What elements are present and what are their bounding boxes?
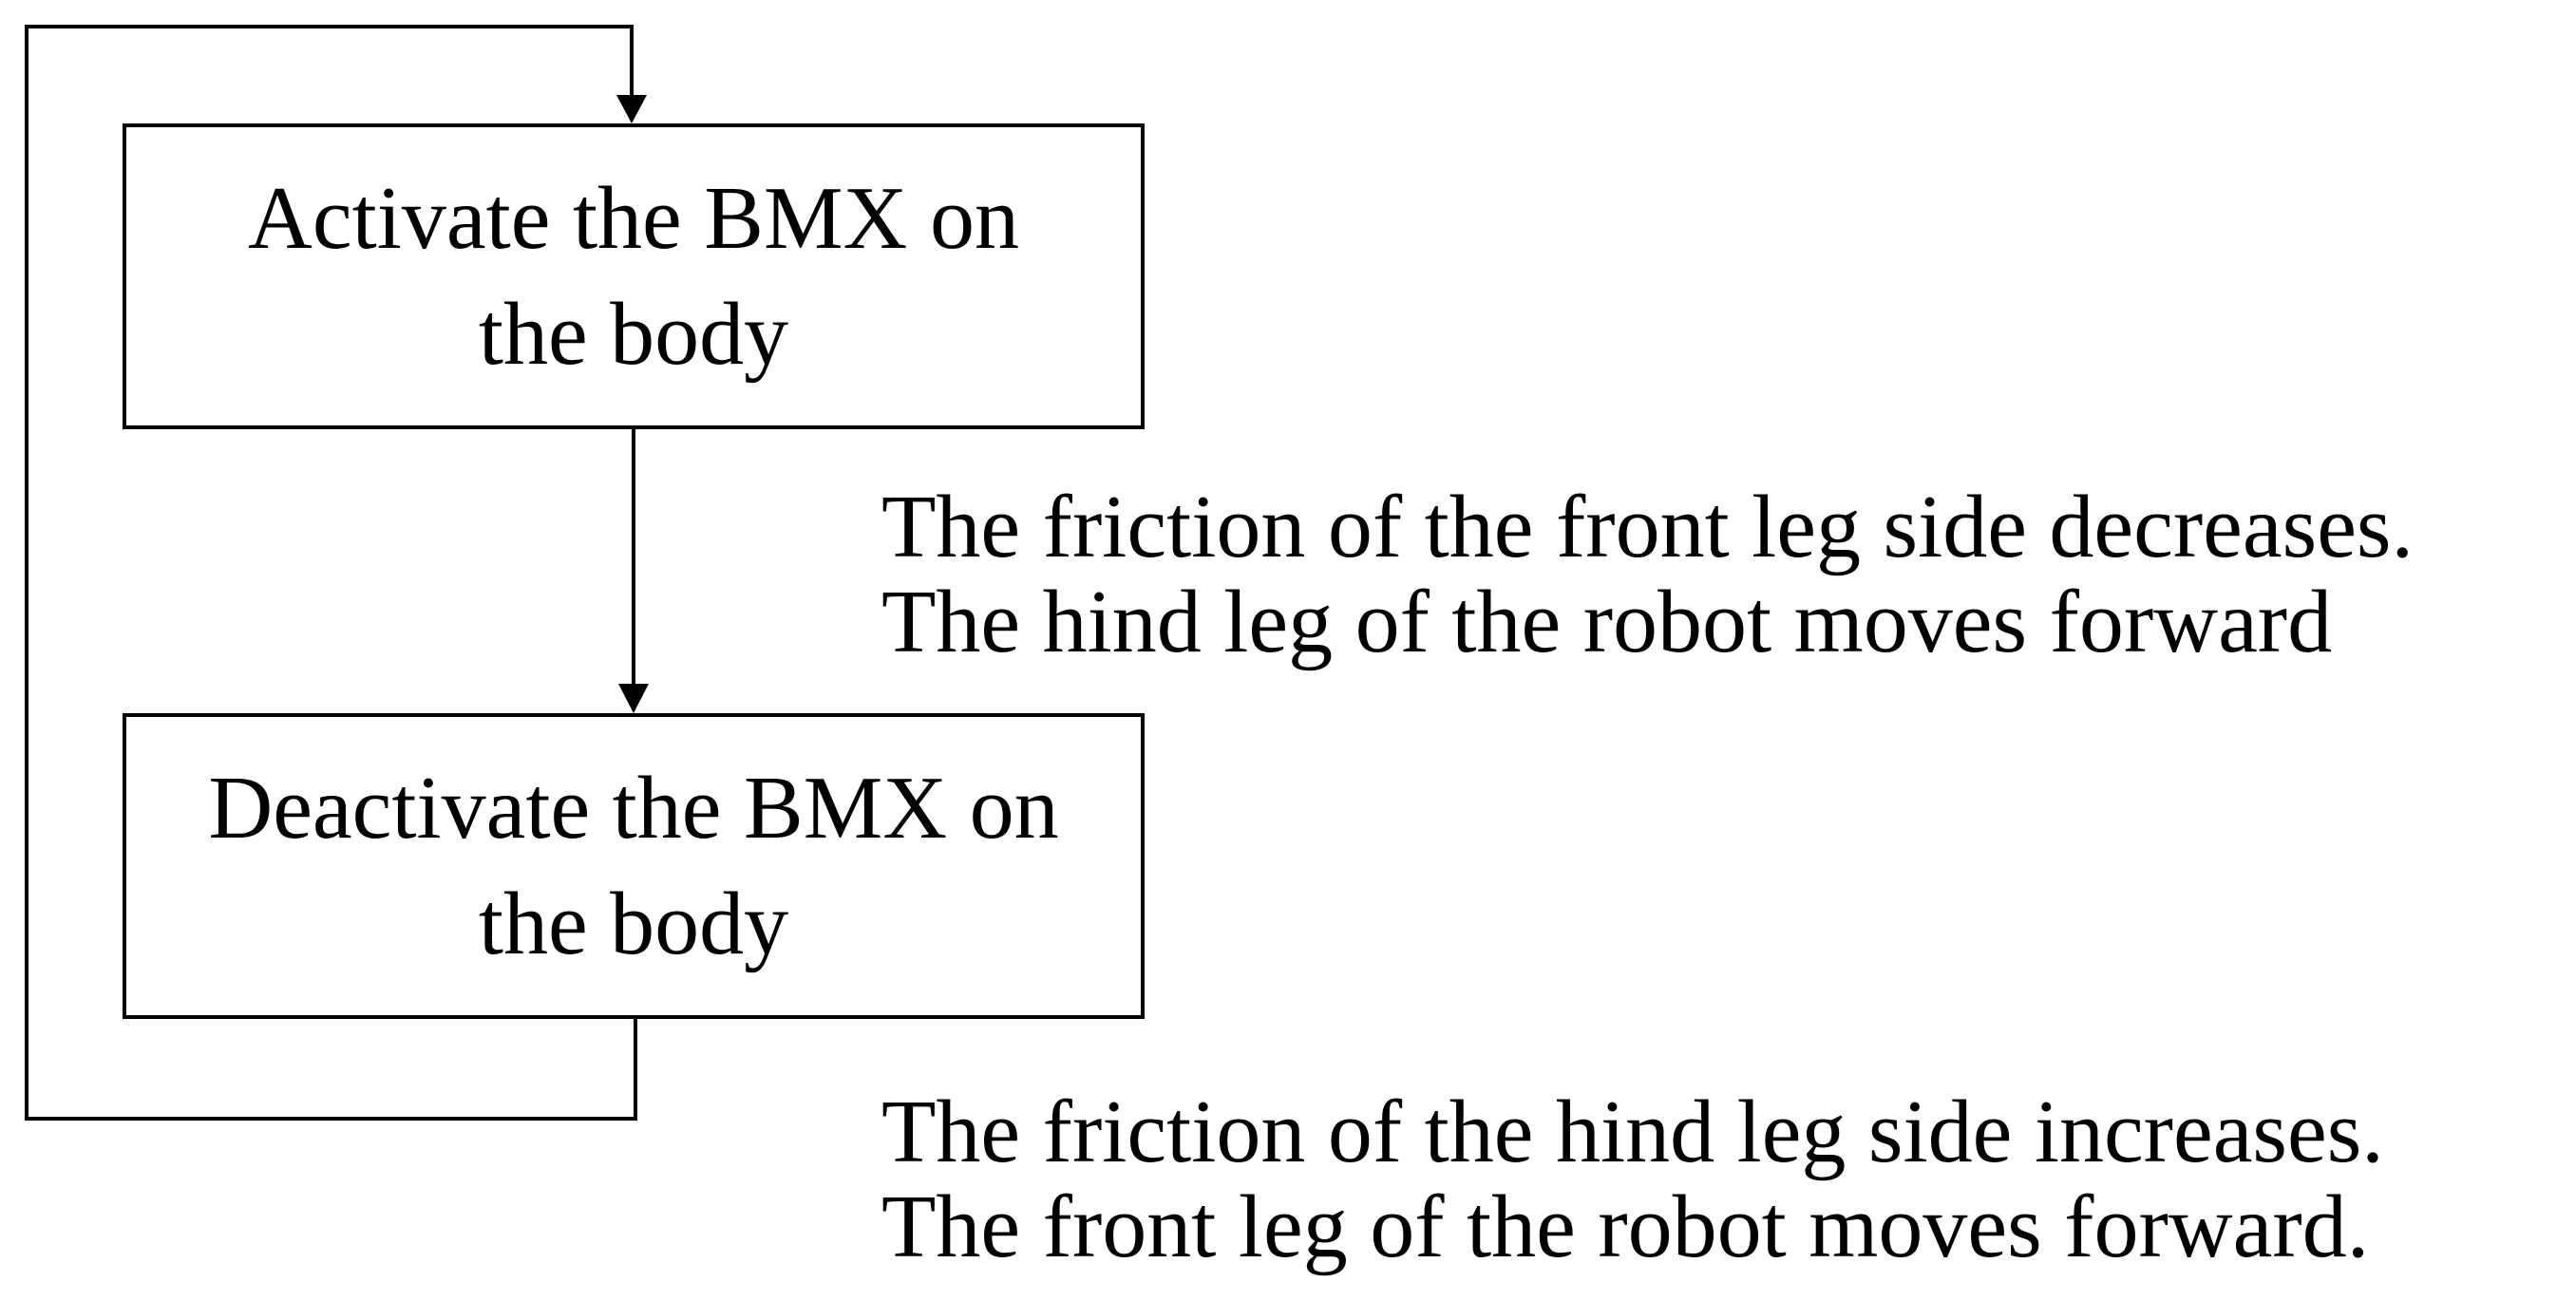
arrowhead-down-to-deactivate bbox=[618, 684, 649, 713]
note-activate-line-1: The friction of the front leg side decre… bbox=[881, 478, 2415, 576]
activate-bmx-label: Activate the BMX on the body bbox=[248, 169, 1019, 384]
loop-back-connector bbox=[25, 25, 637, 1121]
arrowhead-down-to-activate bbox=[616, 95, 647, 123]
note-activate-line-2: The hind leg of the robot moves forward bbox=[881, 573, 2333, 671]
note-deactivate-line-1: The friction of the hind leg side increa… bbox=[881, 1083, 2384, 1181]
note-deactivate-effect: The friction of the hind leg side increa… bbox=[881, 1084, 2384, 1274]
note-activate-effect: The friction of the front leg side decre… bbox=[881, 480, 2414, 669]
note-deactivate-line-2: The front leg of the robot moves forward… bbox=[881, 1178, 2370, 1276]
deactivate-bmx-box: Deactivate the BMX on the body bbox=[123, 713, 1145, 1019]
deactivate-bmx-label: Deactivate the BMX on the body bbox=[208, 759, 1059, 973]
activate-bmx-box: Activate the BMX on the body bbox=[123, 123, 1145, 429]
